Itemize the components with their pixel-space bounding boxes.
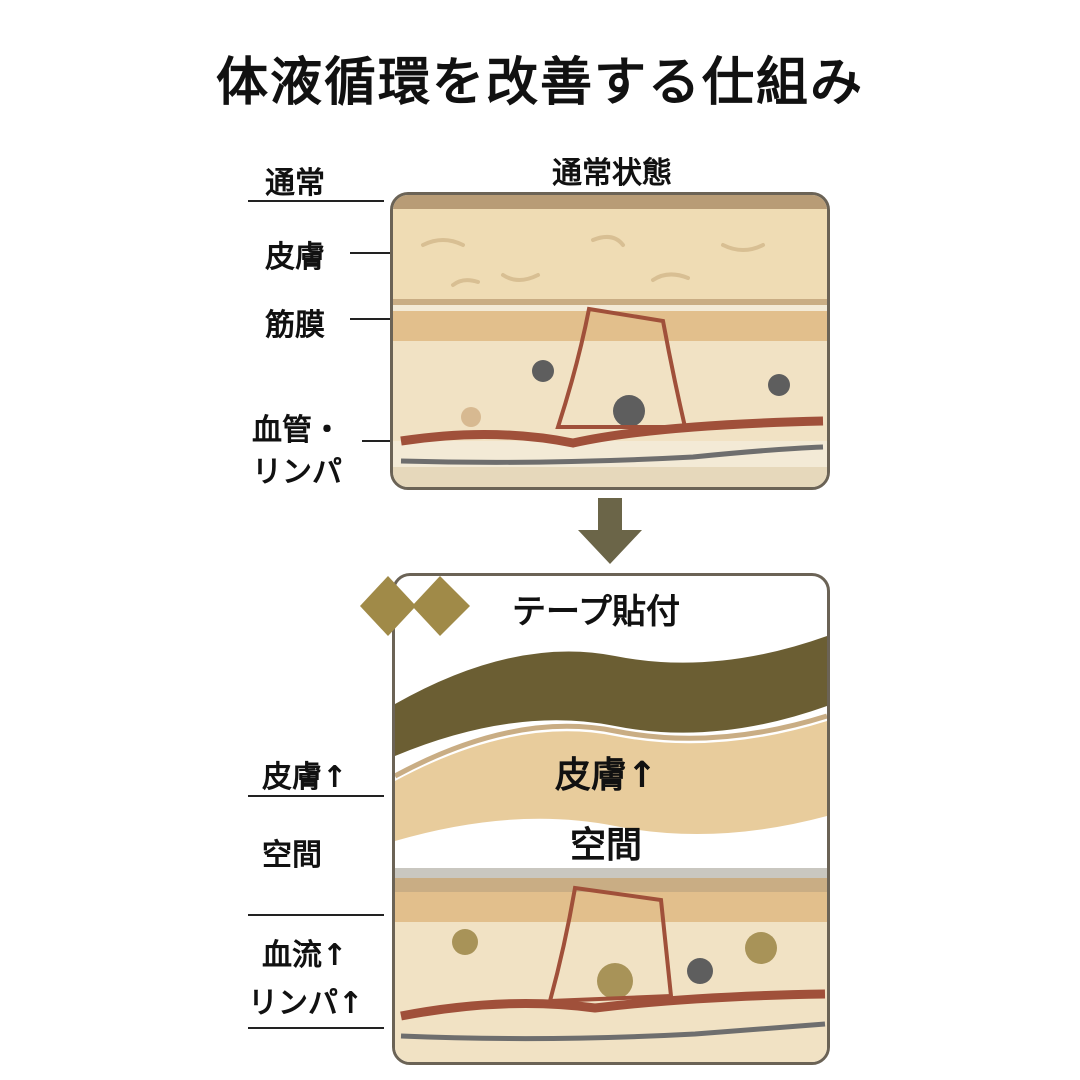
divider — [248, 1027, 384, 1029]
label-skin: 皮膚 — [265, 240, 325, 275]
diamond-decoration-icon — [360, 576, 470, 636]
normal-state-heading: 通常状態 — [552, 156, 672, 191]
taped-tissue-illustration — [392, 573, 830, 1065]
label-lymph: リンパ — [252, 455, 342, 490]
divider — [248, 795, 384, 797]
leader-line — [350, 252, 392, 254]
divider — [248, 914, 384, 916]
panel-label-skin: 皮膚↑ — [554, 755, 658, 796]
down-arrow-icon — [578, 498, 642, 564]
label-blood-up: 血流↑ — [262, 938, 348, 973]
label-space: 空間 — [262, 838, 322, 873]
panel-label-space: 空間 — [569, 825, 643, 866]
leader-line — [362, 440, 392, 442]
normal-tissue-illustration — [390, 192, 830, 490]
taped-heading: テープ貼付 — [512, 592, 680, 632]
label-fascia: 筋膜 — [265, 308, 325, 343]
leader-line — [350, 318, 392, 320]
label-normal: 通常 — [265, 166, 325, 201]
page-title: 体液循環を改善する仕組み — [215, 53, 864, 113]
label-vessels: 血管・ — [252, 413, 342, 448]
divider — [248, 200, 384, 202]
label-lymph-up: リンパ↑ — [248, 986, 364, 1021]
label-skin-up: 皮膚↑ — [262, 760, 348, 795]
